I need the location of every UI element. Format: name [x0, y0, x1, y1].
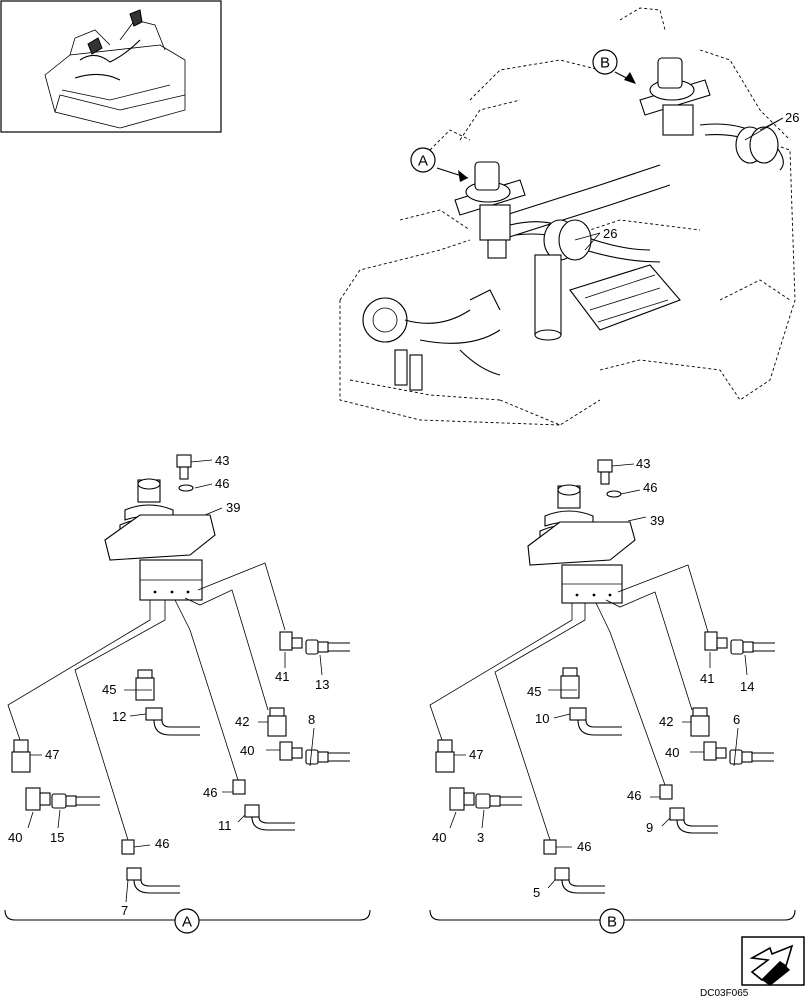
callout-a-43: 43	[215, 453, 229, 468]
callout-26-upper: 26	[785, 110, 799, 125]
callout-b-3: 3	[477, 830, 484, 845]
location-inset	[0, 0, 222, 133]
svg-text:B: B	[607, 914, 617, 931]
callout-b-10: 10	[535, 711, 549, 726]
callout-b-46-top: 46	[643, 480, 657, 495]
overview-illustration	[339, 7, 796, 426]
callout-26-lower: 26	[603, 226, 617, 241]
callout-a-11: 11	[218, 818, 232, 833]
view-a-pointer: A	[410, 147, 436, 173]
callout-b-45: 45	[527, 684, 541, 699]
callout-a-42: 42	[235, 714, 249, 729]
callout-a-41: 41	[275, 669, 289, 684]
callout-b-6: 6	[733, 712, 740, 727]
svg-text:A: A	[418, 153, 428, 170]
svg-text:A: A	[182, 914, 192, 931]
callout-a-46-mid: 46	[203, 785, 217, 800]
callout-a-7: 7	[121, 903, 128, 918]
view-b-pointer: B	[592, 49, 618, 75]
callout-b-5: 5	[533, 885, 540, 900]
callout-a-46-low: 46	[155, 836, 169, 851]
callout-b-47: 47	[469, 747, 483, 762]
next-page-arrow-icon[interactable]	[741, 936, 805, 986]
callout-b-41: 41	[700, 671, 714, 686]
callout-b-40-left: 40	[432, 830, 446, 845]
callout-b-14: 14	[740, 679, 754, 694]
callout-b-40-right: 40	[665, 745, 679, 760]
callout-a-46-top: 46	[215, 476, 229, 491]
callout-b-46-low: 46	[577, 839, 591, 854]
callout-a-39: 39	[226, 500, 240, 515]
drawing-code: DC03F065	[700, 988, 749, 999]
callout-b-42: 42	[659, 714, 673, 729]
view-a-section-marker: A	[174, 908, 200, 934]
callout-a-15: 15	[50, 830, 64, 845]
callout-b-43: 43	[636, 456, 650, 471]
callout-a-40-right: 40	[240, 743, 254, 758]
callout-a-8: 8	[308, 712, 315, 727]
callout-b-46-mid: 46	[627, 788, 641, 803]
callout-a-12: 12	[112, 709, 126, 724]
callout-b-9: 9	[646, 820, 653, 835]
callout-b-39: 39	[650, 513, 664, 528]
view-b-section-marker: B	[599, 908, 625, 934]
callout-a-45: 45	[102, 682, 116, 697]
view-b-exploded	[429, 459, 796, 929]
callout-a-13: 13	[315, 677, 329, 692]
callout-a-40-left: 40	[8, 830, 22, 845]
svg-text:B: B	[600, 55, 610, 72]
callout-a-47: 47	[45, 747, 59, 762]
